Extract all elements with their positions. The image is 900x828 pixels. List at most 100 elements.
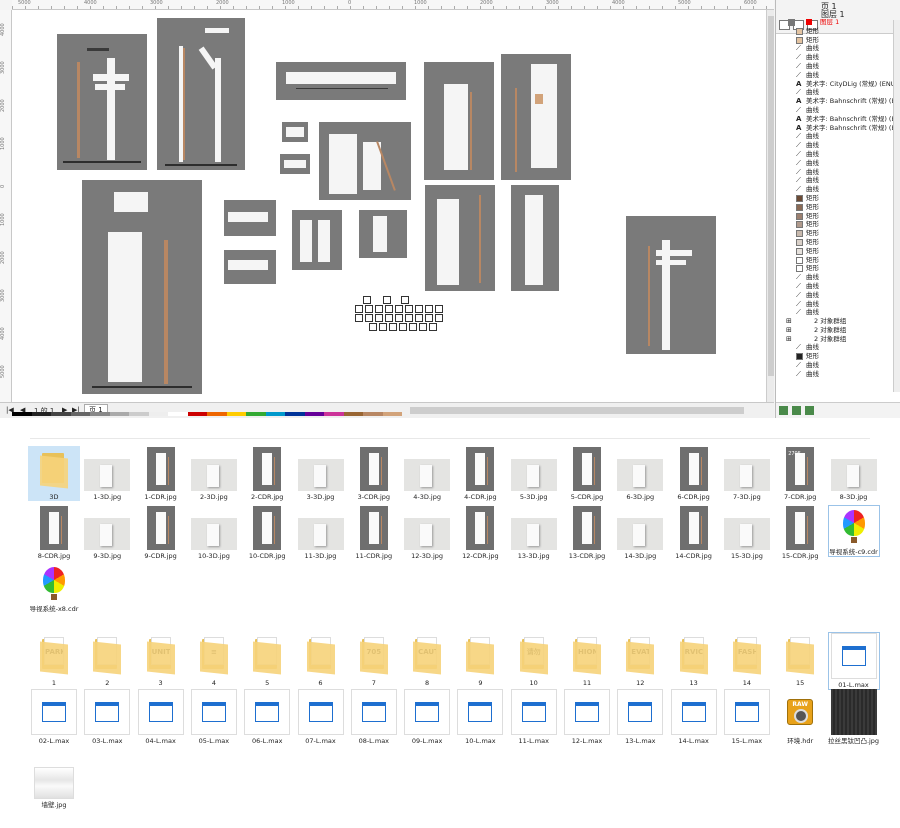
signage-artwork[interactable] [292, 210, 342, 270]
palette-swatch[interactable] [129, 412, 149, 416]
object-row[interactable]: 矩形 [776, 247, 894, 256]
canvas-vertical-scrollbar[interactable] [766, 10, 774, 402]
file-item[interactable]: 14-3D.jpg [614, 505, 666, 560]
object-row[interactable]: ⟋曲线 [776, 159, 894, 168]
pictogram-grid[interactable] [355, 296, 447, 334]
object-row[interactable]: ⟋曲线 [776, 44, 894, 53]
file-item[interactable]: 1-CDR.jpg [135, 446, 187, 501]
signage-artwork[interactable] [280, 154, 310, 174]
object-row[interactable]: ⟋曲线 [776, 71, 894, 80]
pictogram-icon[interactable] [389, 323, 397, 331]
first-page-icon[interactable]: |◀ [6, 406, 14, 414]
pictogram-icon[interactable] [419, 323, 427, 331]
palette-swatch[interactable] [90, 412, 110, 416]
palette-swatch[interactable] [207, 412, 227, 416]
palette-swatch[interactable] [285, 412, 305, 416]
object-row[interactable]: ⟋曲线 [776, 185, 894, 194]
object-row[interactable]: 矩形 [776, 36, 894, 45]
file-item[interactable]: 11-L.max [508, 689, 560, 745]
file-item[interactable]: 4-CDR.jpg [454, 446, 506, 501]
palette-swatch[interactable] [31, 412, 51, 416]
file-item[interactable]: 03-L.max [81, 689, 133, 745]
file-item[interactable]: 02-L.max [28, 689, 80, 745]
file-item[interactable]: 13-CDR.jpg [561, 505, 613, 560]
object-row[interactable]: ⟋曲线 [776, 370, 894, 379]
object-row[interactable]: ⟋曲线 [776, 106, 894, 115]
file-item[interactable]: 6-CDR.jpg [668, 446, 720, 501]
object-row[interactable]: ⟋曲线 [776, 273, 894, 282]
object-row[interactable]: ⟋曲线 [776, 282, 894, 291]
file-item[interactable]: 11-3D.jpg [295, 505, 347, 560]
palette-swatch[interactable] [168, 412, 188, 416]
pictogram-icon[interactable] [405, 305, 413, 313]
object-row[interactable]: 矩形 [776, 212, 894, 221]
object-manager-scrollbar[interactable] [893, 20, 900, 392]
file-item[interactable]: 导视系统-c9.cdr [827, 505, 880, 557]
pictogram-icon[interactable] [365, 314, 373, 322]
object-row[interactable]: 矩形 [776, 352, 894, 361]
pictogram-icon[interactable] [395, 305, 403, 313]
canvas-horizontal-scrollbar[interactable] [410, 407, 744, 414]
pictogram-icon[interactable] [369, 323, 377, 331]
signage-artwork[interactable] [276, 62, 406, 100]
file-item[interactable]: EVATOR12 [614, 632, 666, 687]
object-row[interactable]: ⟋曲线 [776, 62, 894, 71]
pictogram-icon[interactable] [401, 296, 409, 304]
object-row[interactable]: 矩形 [776, 27, 894, 36]
file-item[interactable]: 8-3D.jpg [828, 446, 880, 501]
pictogram-icon[interactable] [429, 323, 437, 331]
file-item[interactable]: 12-3D.jpg [401, 505, 453, 560]
object-row[interactable]: ⟋曲线 [776, 308, 894, 317]
object-row[interactable]: ⟋曲线 [776, 291, 894, 300]
file-item[interactable]: PARK1 [28, 632, 80, 687]
signage-artwork[interactable] [626, 216, 716, 354]
pictogram-icon[interactable] [379, 323, 387, 331]
file-item[interactable]: FASH14 [721, 632, 773, 687]
palette-swatch[interactable] [148, 412, 168, 416]
file-item[interactable]: 2-CDR.jpg [241, 446, 293, 501]
file-item[interactable]: 4-3D.jpg [401, 446, 453, 501]
file-item[interactable]: 7-3D.jpg [721, 446, 773, 501]
pictogram-icon[interactable] [395, 314, 403, 322]
object-row[interactable]: 矩形 [776, 238, 894, 247]
file-item[interactable]: 14-CDR.jpg [668, 505, 720, 560]
file-item[interactable]: 2-3D.jpg [188, 446, 240, 501]
palette-swatch[interactable] [70, 412, 90, 416]
signage-artwork[interactable] [424, 62, 494, 180]
file-item[interactable]: 07-L.max [295, 689, 347, 745]
pictogram-icon[interactable] [425, 314, 433, 322]
file-item[interactable]: 5-CDR.jpg [561, 446, 613, 501]
file-item[interactable]: 10-3D.jpg [188, 505, 240, 560]
palette-swatch[interactable] [109, 412, 129, 416]
color-palette-strip[interactable] [12, 412, 402, 416]
palette-swatch[interactable] [343, 412, 363, 416]
signage-artwork[interactable] [224, 200, 276, 236]
file-item[interactable]: HION P11 [561, 632, 613, 687]
signage-artwork[interactable] [319, 122, 411, 200]
file-item[interactable]: 13-3D.jpg [508, 505, 560, 560]
file-item[interactable]: 12-L.max [561, 689, 613, 745]
object-row[interactable]: 矩形 [776, 256, 894, 265]
palette-swatch[interactable] [382, 412, 402, 416]
pictogram-icon[interactable] [355, 314, 363, 322]
object-row[interactable]: ⟋曲线 [776, 88, 894, 97]
file-item[interactable]: 13-L.max [614, 689, 666, 745]
file-item[interactable]: 5-3D.jpg [508, 446, 560, 501]
new-master-layer-icon[interactable] [792, 406, 801, 415]
file-item[interactable]: 3-3D.jpg [295, 446, 347, 501]
signage-artwork[interactable] [82, 180, 202, 394]
layer-options-icon[interactable] [807, 20, 818, 30]
pictogram-icon[interactable] [435, 305, 443, 313]
prev-page-icon[interactable]: ◀ [20, 406, 26, 414]
file-item[interactable]: 15-CDR.jpg [774, 505, 826, 560]
pictogram-icon[interactable] [375, 314, 383, 322]
object-row[interactable]: ⟋曲线 [776, 150, 894, 159]
file-item[interactable]: 10-L.max [454, 689, 506, 745]
file-item[interactable]: 05-L.max [188, 689, 240, 745]
file-item[interactable]: RVICE13 [668, 632, 720, 687]
pictogram-icon[interactable] [363, 296, 371, 304]
file-item[interactable]: 15 [774, 632, 826, 687]
signage-artwork[interactable] [511, 185, 559, 291]
